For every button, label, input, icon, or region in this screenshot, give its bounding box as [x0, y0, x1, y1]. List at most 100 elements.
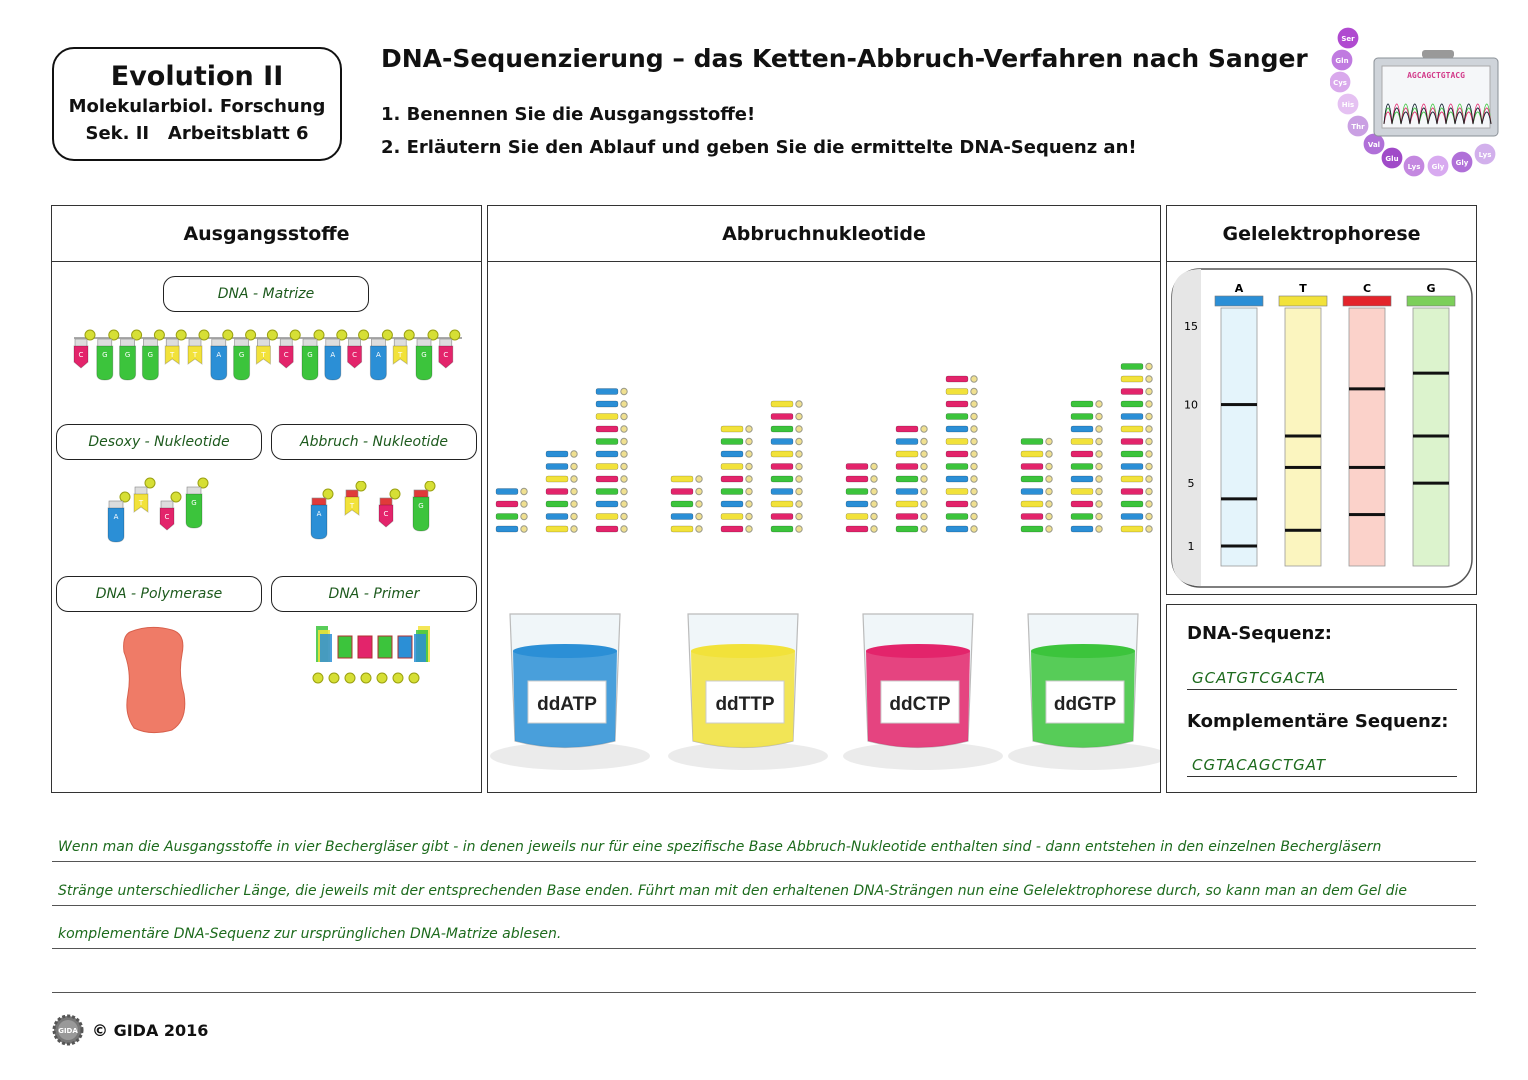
phosphate-mark [381, 329, 393, 341]
dna-sequenz-field[interactable]: GCATGTCGACTA [1187, 668, 1457, 690]
answer-line-2[interactable]: Stränge unterschiedlicher Länge, die jew… [52, 880, 1476, 906]
strand-segment-a-mark [720, 500, 744, 508]
base-letter: T [169, 351, 175, 359]
strand-segment-g-mark [1020, 475, 1044, 483]
beaker-label-bg-mark [705, 680, 785, 724]
strand-segment-g-mark [770, 425, 794, 433]
strand-phosphate-mark [970, 462, 978, 471]
strand-phosphate-mark [1045, 487, 1053, 496]
gel-well-g [1406, 295, 1456, 307]
label-desoxy-nukleotide: Desoxy - Nukleotide [56, 424, 262, 460]
gel-lane-label-c: C [1363, 282, 1371, 295]
strand-segment-c-mark [770, 463, 794, 470]
strand-segment-c-mark [845, 525, 869, 533]
phosphate-mark [198, 329, 210, 341]
strand-phosphate-mark [920, 462, 928, 471]
beaker-shadow-mark [1008, 742, 1160, 770]
base-letter: A [376, 351, 381, 359]
strand-phosphate-mark [970, 512, 978, 521]
strand-segment-t-mark [670, 475, 694, 483]
strand-segment-g-mark [945, 513, 969, 520]
strand-segment-t-mark [1120, 475, 1144, 483]
task-2: 2. Erläutern Sie den Ablauf und geben Si… [381, 137, 1137, 158]
strand-phosphate-mark [745, 450, 753, 458]
base-letter: G [125, 351, 130, 359]
strand-segment-c-mark [770, 413, 794, 420]
primer-stripe-mark [414, 634, 426, 662]
beaker-label-bg-mark [880, 680, 960, 724]
base-t-mark [164, 345, 180, 365]
strand-segment-c-mark [1070, 500, 1094, 508]
strand-phosphate-mark [695, 475, 703, 483]
panel-heading-ausgangsstoffe: Ausgangsstoffe [52, 206, 481, 262]
strand-segment-t-mark [1120, 425, 1144, 433]
strand-segment-t-mark [595, 463, 619, 470]
beaker-surface-mark [866, 644, 970, 658]
dna-sequenz-value: GCATGTCGACTA [1192, 669, 1327, 687]
strand-segment-t-mark [1070, 488, 1094, 495]
strand-phosphate-mark [920, 425, 928, 433]
strand-segment-g-mark [1120, 500, 1144, 508]
base-g-mark [412, 496, 430, 532]
strand-phosphate-mark [870, 525, 878, 533]
base-letter: G [239, 351, 244, 359]
strand-segment-g-mark [720, 488, 744, 495]
gel-band-mark [1221, 544, 1257, 548]
strand-segment-a-mark [1120, 463, 1144, 470]
base-t-mark [187, 345, 203, 365]
strand-phosphate-mark [1145, 437, 1153, 446]
strand-segment-c-mark [945, 500, 969, 508]
gel-scale-label: 10 [1184, 399, 1198, 412]
answer-line-3[interactable]: komplementäre DNA-Sequenz zur ursprüngli… [52, 923, 1476, 949]
primer-base-mark [357, 635, 373, 659]
strand-phosphate-mark [870, 512, 878, 521]
gel-scale-label: 5 [1188, 477, 1195, 490]
strand-segment-t-mark [895, 450, 919, 458]
base-letter: C [443, 351, 448, 359]
strand-phosphate-mark [1145, 475, 1153, 483]
base-g-mark [96, 345, 114, 381]
strand-segment-c-mark [720, 525, 744, 533]
logo-bead-mark [1336, 92, 1360, 116]
gel-lane-label-a: A [1235, 282, 1244, 295]
strand-phosphate-mark [1095, 500, 1103, 508]
komplementaer-field[interactable]: CGTACAGCTGAT [1187, 755, 1457, 777]
strand-phosphate-mark [745, 475, 753, 483]
strand-phosphate-mark [970, 487, 978, 496]
logo-bead-label: Thr [1351, 123, 1365, 131]
page-title: DNA-Sequenzierung – das Ketten-Abbruch-V… [381, 44, 1308, 73]
gel-lane-label-g: G [1426, 282, 1435, 295]
strand-segment-c-mark [945, 375, 969, 383]
strand-segment-a-mark [895, 488, 919, 495]
answer-line-4[interactable] [52, 967, 1476, 993]
phosphate-mark [144, 477, 156, 489]
strand-segment-t-mark [1120, 525, 1144, 533]
strand-phosphate-mark [570, 487, 578, 496]
strand-phosphate-mark [745, 512, 753, 521]
gida-logo-text: GIDA [58, 1027, 78, 1035]
beaker-shadow-mark [668, 742, 828, 770]
answer-line-1[interactable]: Wenn man die Ausgangsstoffe in vier Bech… [52, 836, 1476, 862]
label-dna-matrize: DNA - Matrize [163, 276, 369, 312]
strand-segment-t-mark [895, 500, 919, 508]
label-abbruch-nukleotide: Abbruch - Nukleotide [271, 424, 477, 460]
primer-phosphate-mark [360, 672, 372, 684]
strand-segment-t-mark [720, 463, 744, 470]
dna-primer-illustration [312, 626, 430, 684]
gel-lane-label-t: T [1299, 282, 1307, 295]
base-c-mark [278, 345, 294, 369]
panel-heading-gelelektrophorese: Gelelektrophorese [1167, 206, 1476, 262]
strand-segment-c-mark [945, 400, 969, 408]
strand-segment-a-mark [595, 388, 619, 395]
strand-phosphate-mark [920, 487, 928, 496]
strand-segment-g-mark [545, 500, 569, 508]
beaker-shadow-mark [490, 742, 650, 770]
strand-segment-g-mark [945, 463, 969, 470]
strand-segment-g-mark [495, 513, 519, 520]
strand-segment-a-mark [845, 500, 869, 508]
strand-segment-a-mark [1070, 475, 1094, 483]
phosphate-mark [266, 329, 278, 341]
strand-phosphate-mark [620, 500, 628, 508]
strand-phosphate-mark [1095, 412, 1103, 421]
